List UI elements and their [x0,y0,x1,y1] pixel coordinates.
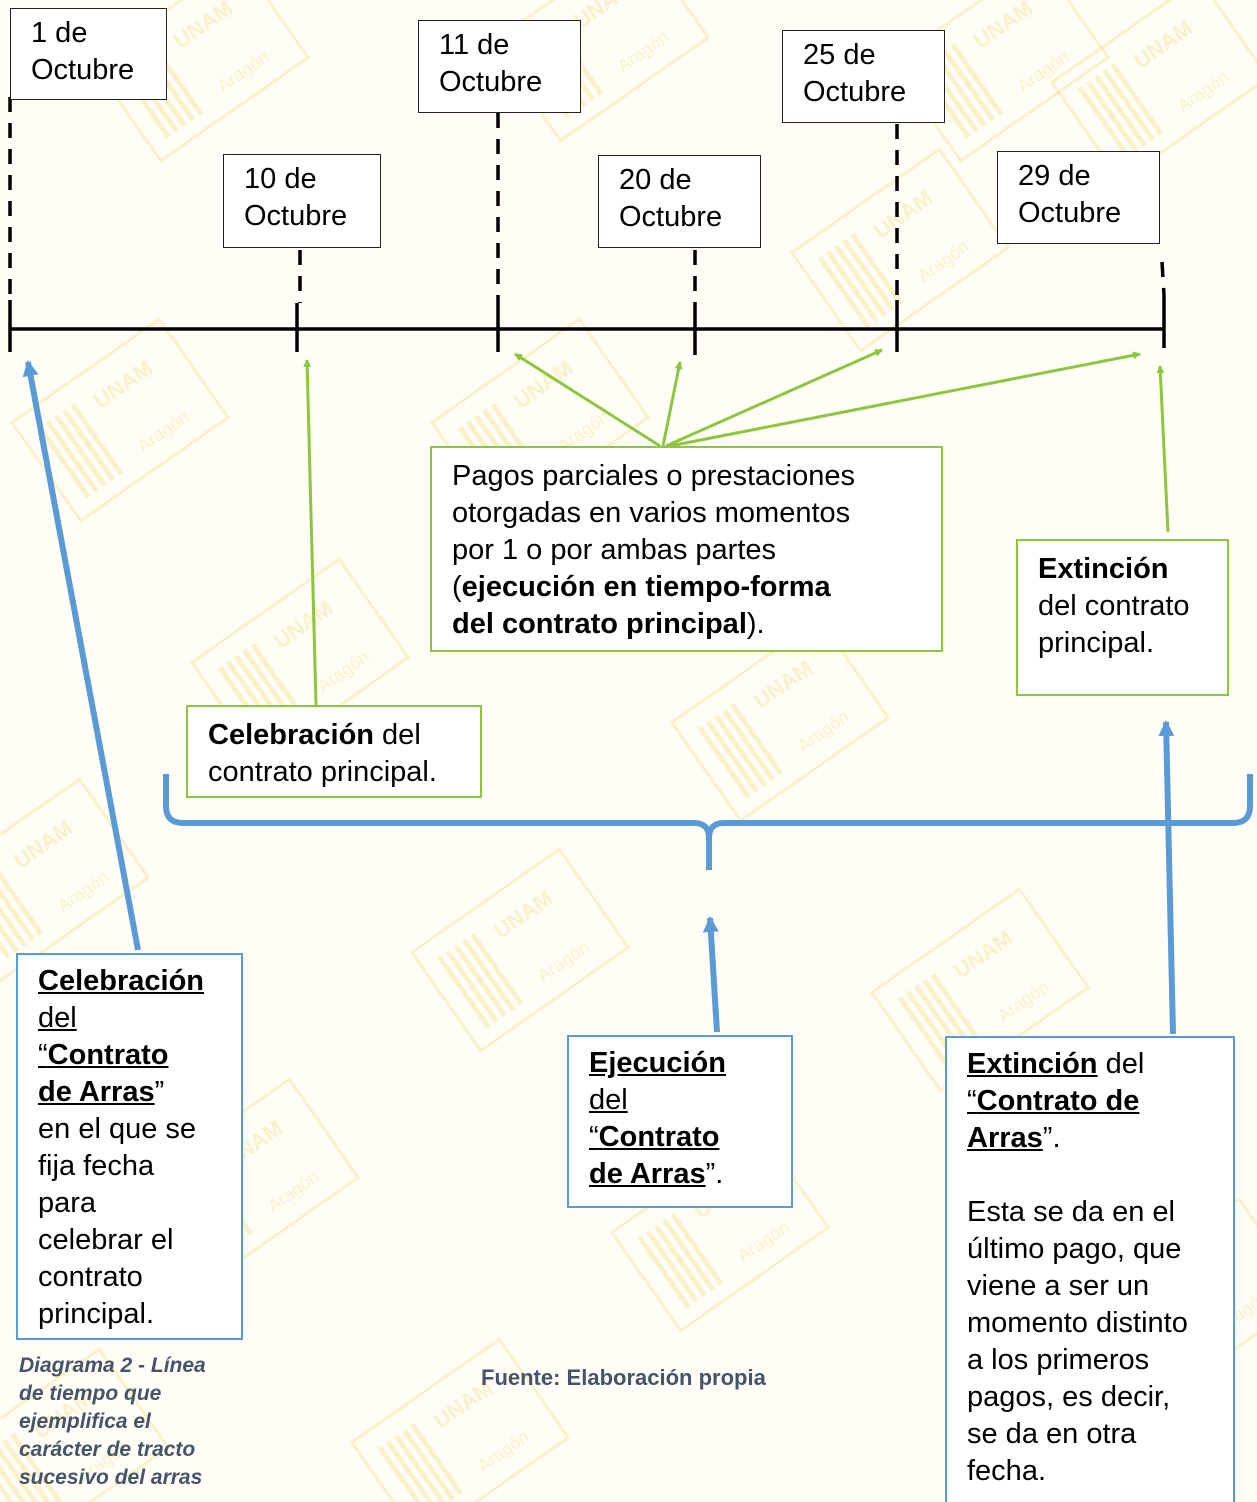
extincion-arras-p7: se da en otra [967,1418,1137,1450]
extincion-arras-p1: Esta se da en el [967,1196,1175,1228]
celebracion-arras-title: Celebración [38,965,204,997]
quote-open: “ [38,1039,48,1071]
arrow-pago-2 [661,361,683,447]
date-month: Octubre [31,54,135,86]
extincion-arras-p5: a los primeros [967,1344,1150,1376]
payments-line-1: Pagos parciales o prestaciones [452,460,856,492]
celebracion-arras-line-9: contrato [38,1261,143,1293]
payments-line-3: por 1 o por ambas partes [452,534,777,566]
ejecucion-arras-box: Ejecución del “Contrato de Arras”. [567,1035,793,1208]
celebracion-arras-box: Celebración del “Contrato de Arras” en e… [16,953,243,1340]
extincion-arras-box: Extinción del “Contrato de Arras”. Esta … [945,1036,1235,1502]
date-box-oct-11: 11 de Octubre [418,20,581,113]
payments-box: Pagos parciales o prestaciones otorgadas… [430,446,943,652]
diagram-caption: Diagrama 2 - Línea de tiempo que ejempli… [19,1352,259,1492]
celebracion-principal-box: Celebración del contrato principal. [186,705,482,798]
arrow-extincion-principal [1156,365,1170,533]
caption-line-2: de tiempo que [19,1382,162,1405]
extincion-arras-line-2: “Contrato de [967,1083,1213,1120]
source-note: Fuente: Elaboración propia [481,1365,766,1390]
arrow-celebracion-principal [303,359,318,706]
extincion-arras-p6: pagos, es decir, [967,1381,1171,1413]
blue-brace [163,774,1253,870]
date-month: Octubre [619,201,723,233]
caption-line-5: sucesivo del arras [19,1466,203,1489]
payments-line-2: otorgadas en varios momentos [452,497,851,529]
extincion-arras-title: Extinción [967,1048,1098,1080]
contrato-de-word: Contrato de [976,1085,1140,1117]
celebracion-arras-line-7: para [38,1187,97,1219]
caption-line-4: carácter de tracto [19,1438,196,1461]
celebracion-arras-line-8: celebrar el [38,1224,174,1256]
quote-close: ” [154,1076,165,1108]
extincion-principal-box: Extinción del contrato principal. [1016,539,1229,696]
ejecucion-arras-line-3: “Contrato [589,1119,771,1156]
arrow-pago-3 [665,348,883,448]
arrow-ejecucion-arras [702,916,720,1033]
extincion-principal-line-2: del contrato [1038,590,1190,622]
extincion-arras-line-3: Arras”. [967,1120,1213,1157]
de-arras-word: de Arras [38,1076,155,1108]
caption-line-3: ejemplifica el [19,1410,151,1433]
quote-close: ”. [1042,1122,1061,1154]
extincion-arras-p3: viene a ser un [967,1270,1150,1302]
date-day: 29 de [1018,160,1091,192]
dash-oct-29 [1160,261,1166,296]
contrato-word: Contrato [598,1121,720,1153]
celebracion-arras-line-4: de Arras” [38,1074,221,1111]
payments-bold-2: del contrato principal [452,608,747,640]
date-month: Octubre [439,66,543,98]
extincion-arras-p2: último pago, que [967,1233,1182,1265]
payments-paren-close: ). [746,608,765,640]
quote-close: ”. [705,1158,724,1190]
payments-bold-1: ejecución en tiempo-forma [461,571,831,603]
arrow-pago-1 [514,352,661,448]
date-day: 1 de [31,17,88,49]
celebracion-principal-line-1: Celebración del [208,717,460,754]
date-month: Octubre [803,76,907,108]
ejecucion-arras-title: Ejecución [589,1047,726,1079]
quote-open: “ [967,1085,977,1117]
date-box-oct-1: 1 de Octubre [10,8,167,100]
date-day: 25 de [803,39,876,71]
caption-line-1: Diagrama 2 - Línea [19,1354,206,1377]
arras-word: Arras [967,1122,1043,1154]
celebracion-arras-line-10: principal. [38,1298,155,1330]
celebracion-principal-title: Celebración [208,719,374,751]
date-box-oct-10: 10 de Octubre [223,154,381,248]
celebracion-arras-line-5: en el que se [38,1113,197,1145]
arrow-celebracion-arras [22,360,141,951]
extincion-arras-p8: fecha. [967,1455,1046,1487]
arrow-pago-4 [669,351,1141,448]
date-day: 11 de [439,29,510,61]
date-box-oct-29: 29 de Octubre [997,151,1160,244]
ejecucion-arras-del: del [589,1084,628,1116]
date-day: 20 de [619,164,692,196]
date-box-oct-20: 20 de Octubre [598,155,761,248]
extincion-arras-line-1: Extinción del [967,1046,1213,1083]
de-arras-word: de Arras [589,1158,706,1190]
extincion-arras-spacer [967,1157,1213,1194]
contrato-word: Contrato [47,1039,169,1071]
extincion-principal-title: Extinción [1038,553,1169,585]
celebracion-principal-rest: del [374,719,421,751]
arrow-extincion-arras [1158,720,1176,1035]
date-box-oct-25: 25 de Octubre [782,30,945,123]
celebracion-arras-del: del [38,1002,77,1034]
celebracion-arras-line-6: fija fecha [38,1150,155,1182]
extincion-principal-line-3: principal. [1038,627,1155,659]
payments-paren-open: ( [452,571,462,603]
celebracion-principal-line-2: contrato principal. [208,756,437,788]
date-month: Octubre [1018,197,1122,229]
extincion-arras-p4: momento distinto [967,1307,1188,1339]
date-month: Octubre [244,200,348,232]
extincion-arras-del: del [1097,1048,1145,1080]
quote-open: “ [589,1121,599,1153]
payments-line-4: (ejecución en tiempo-forma [452,569,921,606]
date-day: 10 de [244,163,317,195]
celebracion-arras-line-3: “Contrato [38,1037,221,1074]
payments-line-5: del contrato principal). [452,606,921,643]
ejecucion-arras-line-4: de Arras”. [589,1156,771,1193]
